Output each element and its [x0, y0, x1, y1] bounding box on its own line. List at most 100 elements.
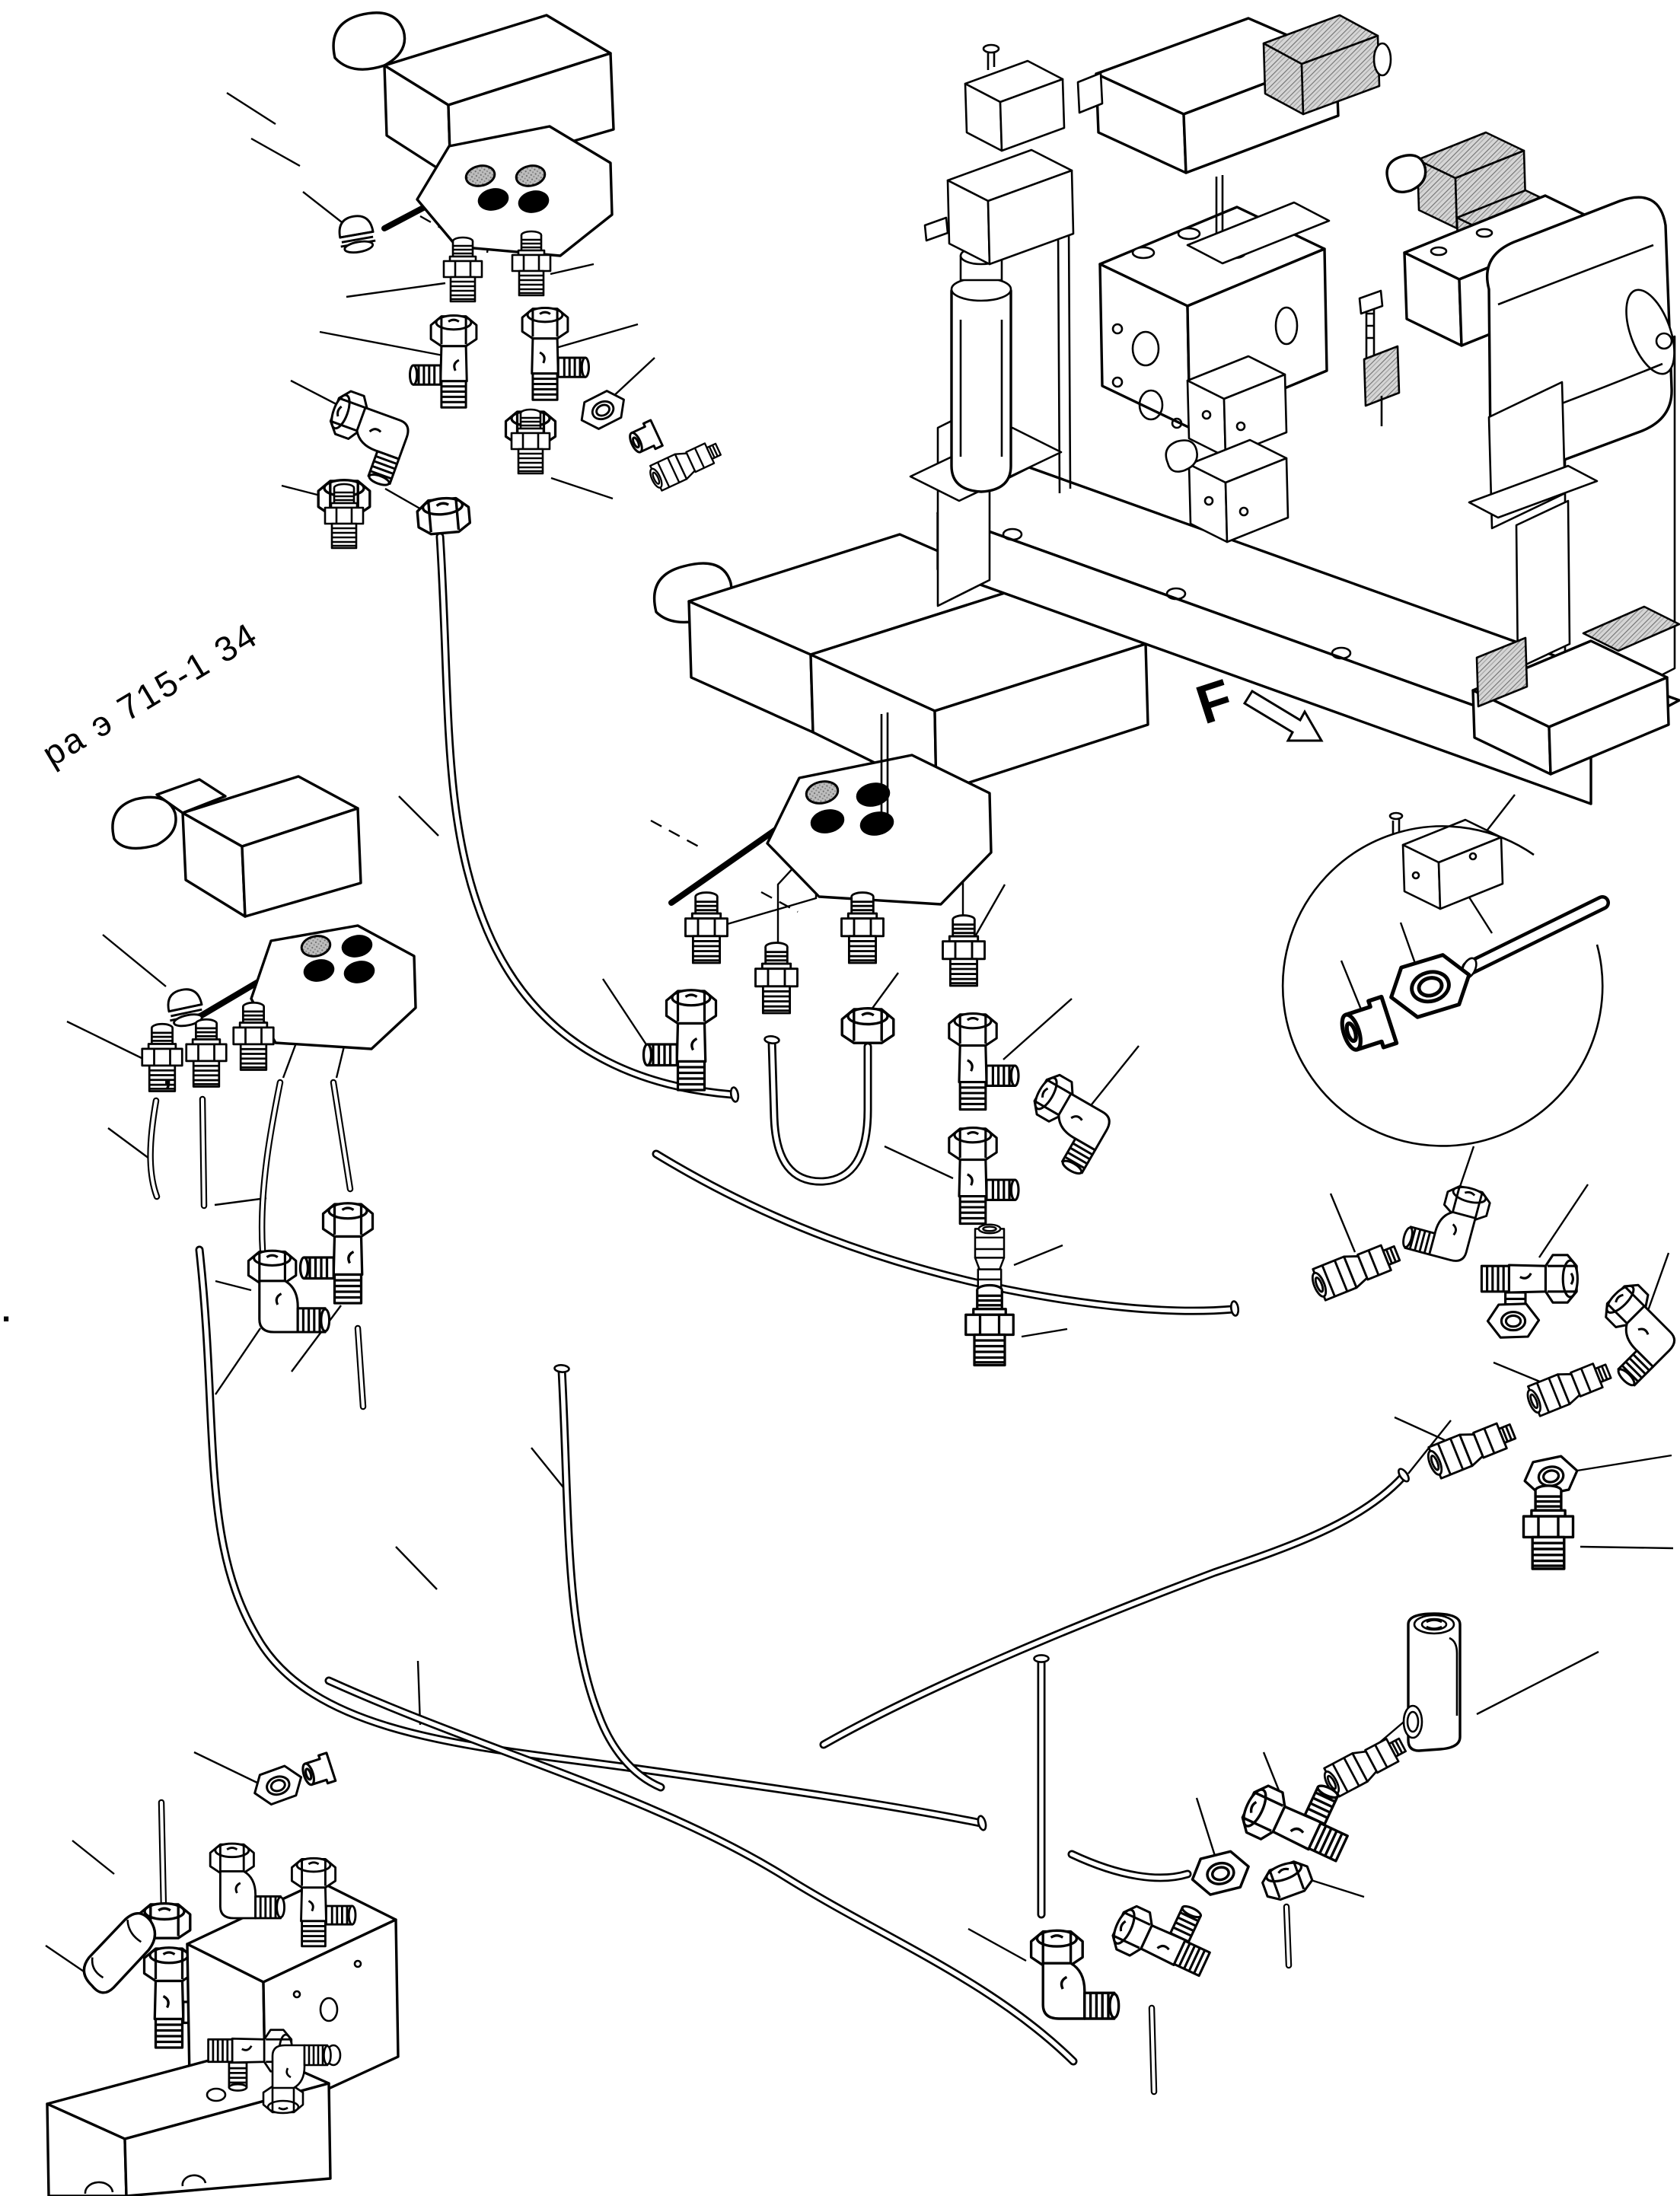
hose — [652, 1149, 1241, 1318]
cap-nut — [573, 384, 632, 435]
valve-port-black — [856, 782, 891, 807]
elbow-fitting — [210, 1844, 284, 1918]
small-solenoid-bank — [1165, 355, 1289, 543]
hose — [435, 532, 741, 1104]
tube-fitting-detail-circle — [1281, 825, 1610, 1147]
threaded-port-top — [1413, 1614, 1455, 1635]
hose — [553, 1363, 665, 1792]
view-direction-label: F — [1189, 668, 1240, 737]
male-stud-fitting — [964, 1283, 1015, 1367]
sleeve-ferrule — [1337, 997, 1397, 1058]
tube-open-end — [1033, 1654, 1050, 1663]
end-valve-small — [1388, 811, 1504, 910]
elbow-fitting — [1031, 1930, 1119, 2019]
valve-port-face — [250, 924, 417, 1050]
tee-fitting — [410, 315, 477, 407]
male-stud-fitting — [1522, 1484, 1575, 1570]
steel-tubes — [147, 1079, 1293, 2096]
solenoid-coil-cylinder — [82, 1912, 157, 1994]
union-fitting — [1318, 1729, 1411, 1800]
swivel-union-fitting — [1423, 1414, 1520, 1482]
elbow-fitting — [1401, 1175, 1492, 1267]
hose-open-end — [975, 1814, 989, 1832]
sleeve-ferrule — [298, 1751, 337, 1791]
valve-port-black — [859, 811, 894, 836]
union-fitting — [1307, 1236, 1404, 1304]
tee-fitting — [949, 1128, 1019, 1224]
male-stud-fitting — [754, 942, 799, 1015]
tee-fitting — [644, 990, 716, 1090]
lower-block-front-face — [46, 2102, 128, 2196]
hose — [195, 1245, 989, 1832]
cap-nut — [1258, 1856, 1316, 1905]
leader-lines — [45, 91, 1674, 2049]
connector-box — [155, 778, 227, 814]
u-tube — [763, 1034, 872, 1186]
hose — [1067, 1850, 1192, 1882]
view-direction-indicator: F — [1189, 668, 1324, 742]
cap-nut — [248, 1761, 308, 1809]
valve-port-black — [343, 961, 375, 983]
union-fitting — [1522, 1355, 1615, 1420]
hoses — [195, 532, 1412, 2066]
valve-port-black — [810, 809, 845, 833]
valve-connector-cap — [332, 11, 406, 71]
pressure-regulator — [1358, 289, 1401, 426]
frame-upright — [1057, 223, 1072, 494]
cap-nut — [1384, 950, 1476, 1022]
solenoid-valve-assembly-top-left — [332, 11, 615, 257]
fittings-under-top-left-valve — [315, 212, 725, 550]
sleeve-ferrule — [624, 419, 664, 458]
pump-and-valve-unit-top-right — [909, 14, 1680, 910]
inlet-valve-block — [923, 148, 1075, 266]
tee-fitting — [301, 1203, 373, 1303]
check-valve-block-bottom-right — [1031, 1612, 1462, 2019]
hose — [819, 1466, 1412, 1749]
manifold-bore — [319, 1997, 339, 2022]
valve-connector-cap — [111, 795, 177, 850]
tee-fitting — [949, 1014, 1019, 1110]
comma-mark: , — [163, 1054, 172, 1092]
hose-open-end — [728, 1085, 741, 1104]
hose-open-end — [1229, 1299, 1241, 1318]
valve-port-black — [518, 190, 550, 213]
hose-cap-nut — [840, 1007, 895, 1044]
solenoid-body-side — [241, 807, 362, 918]
elbow-fitting — [315, 388, 415, 488]
tee-fitting — [1108, 1882, 1224, 1986]
valve-port-gray — [515, 164, 547, 187]
block-bore — [206, 2087, 227, 2102]
page-reference-label: pa э 715-1 34 — [35, 614, 265, 774]
solenoid-valve-assembly-left — [111, 775, 417, 1050]
tube-vertical — [1033, 1654, 1050, 1919]
valve-port-face — [416, 125, 614, 257]
valve-port-black — [303, 959, 335, 982]
pump-motor-cylinder — [1468, 196, 1675, 530]
elbow-fitting — [1012, 1070, 1119, 1176]
hose — [324, 1676, 1078, 2066]
hose-cap-nut — [415, 495, 472, 537]
period-mark: . — [2, 1292, 11, 1329]
threaded-port-side — [1402, 1704, 1423, 1739]
valve-port-gray — [805, 780, 840, 805]
hose-open-end — [553, 1363, 571, 1374]
valve-stem-lines — [880, 712, 889, 827]
valve-port-gray — [464, 164, 496, 187]
male-stud-fitting — [840, 891, 885, 964]
male-stud-fitting — [684, 891, 728, 964]
tube-open-end — [763, 1034, 781, 1045]
male-stud-fitting — [185, 1018, 228, 1088]
pressure-switch-block — [964, 43, 1066, 152]
detail-circle-outline — [1281, 825, 1604, 1147]
top-solenoid-valve — [1076, 14, 1392, 265]
male-stud-fitting — [141, 1022, 183, 1092]
lower-solenoid-valve — [1471, 499, 1680, 776]
valve-port-gray — [300, 935, 332, 958]
tee-fitting — [522, 308, 588, 400]
cap-nut — [1486, 1302, 1541, 1339]
cap-nut — [1187, 1847, 1254, 1899]
blanking-plug — [335, 212, 378, 257]
male-stud-fitting — [942, 914, 986, 987]
